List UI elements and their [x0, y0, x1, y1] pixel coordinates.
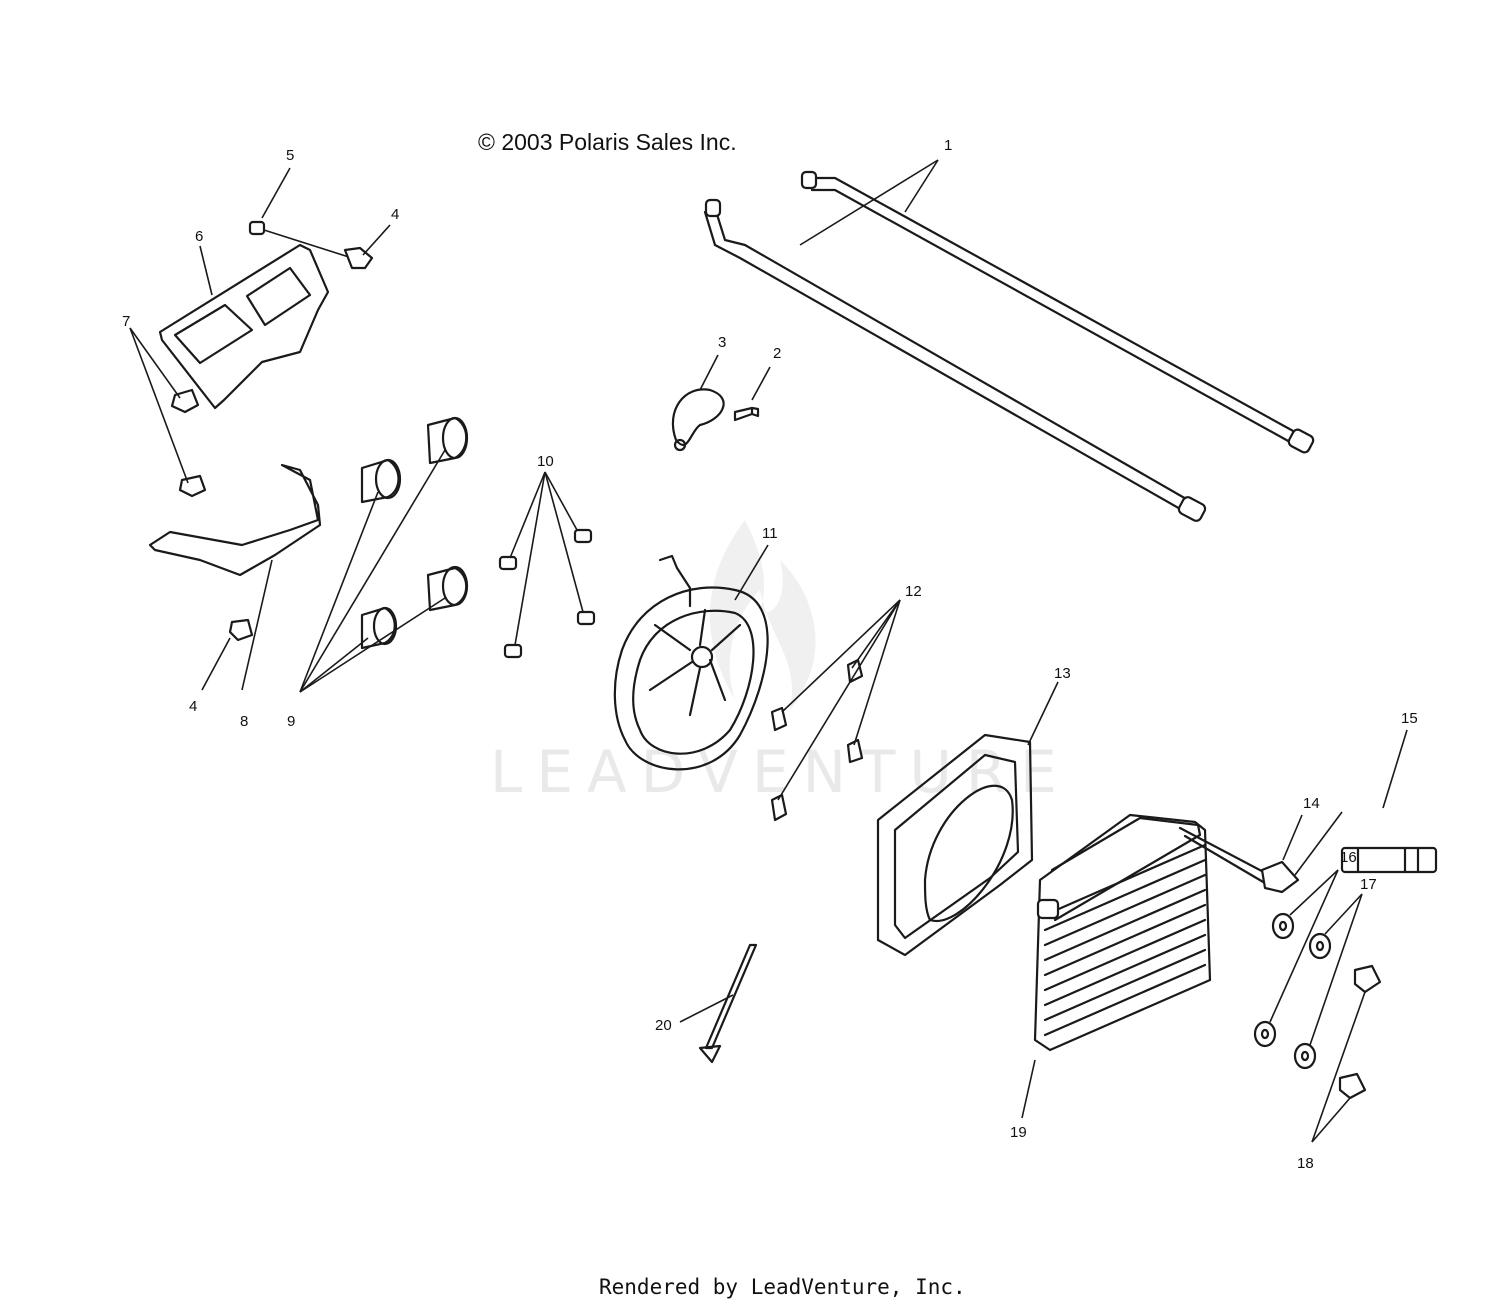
callout-5: 5: [286, 147, 294, 164]
hose-assembly: [703, 170, 1315, 522]
callout-4-top: 4: [391, 206, 399, 223]
callout-8: 8: [240, 713, 248, 730]
callout-19: 19: [1010, 1124, 1027, 1141]
fan-shroud: [876, 733, 1034, 957]
callout-2: 2: [773, 345, 781, 362]
callout-11: 11: [762, 525, 778, 542]
watermark: LEADVENTURE: [490, 520, 1071, 806]
cooling-fan: [613, 554, 769, 771]
callout-1: 1: [944, 137, 952, 154]
callout-12: 12: [905, 583, 922, 600]
watermark-text: LEADVENTURE: [490, 738, 1071, 806]
copyright-text: © 2003 Polaris Sales Inc.: [478, 129, 737, 155]
callout-15: 15: [1401, 710, 1418, 727]
callout-17: 17: [1360, 876, 1377, 893]
oil-cooler: [1033, 813, 1277, 1052]
callout-16: 16: [1340, 849, 1357, 866]
callout-14: 14: [1303, 795, 1320, 812]
callout-18: 18: [1297, 1155, 1314, 1172]
callout-13: 13: [1054, 665, 1071, 682]
callout-9: 9: [287, 713, 295, 730]
callout-4-bottom: 4: [189, 698, 197, 715]
watermark-flame-icon: [709, 520, 816, 710]
callout-10: 10: [537, 453, 554, 470]
callout-7: 7: [122, 313, 130, 330]
callout-6: 6: [195, 228, 203, 245]
rubber-mounts: [360, 416, 469, 650]
callout-3: 3: [718, 334, 726, 351]
footer-text: Rendered by LeadVenture, Inc.: [599, 1275, 966, 1299]
callout-20: 20: [655, 1017, 672, 1034]
